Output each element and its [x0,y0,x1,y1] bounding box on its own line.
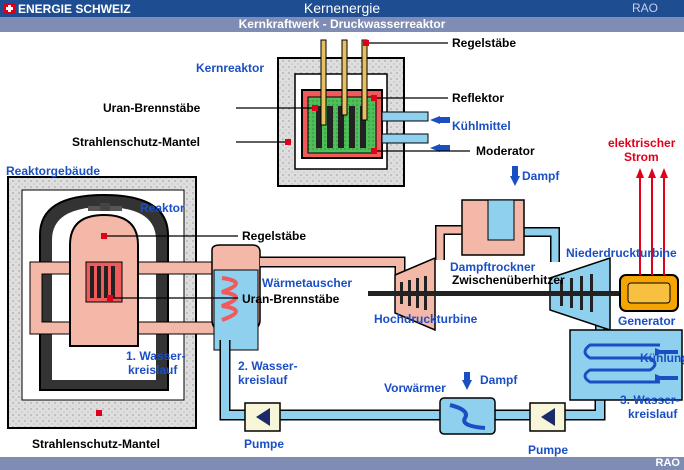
label-kuehlung: Kühlung [640,351,684,365]
label-generator: Generator [618,314,676,328]
condenser [569,329,683,401]
brand[interactable]: ENERGIE SCHWEIZ [4,1,131,16]
label-reflektor: Reflektor [452,91,504,105]
pumps [244,397,566,435]
app-footer: RAO [0,457,684,470]
label-strom-a: elektrischer [608,136,676,150]
footer-rao[interactable]: RAO [655,457,680,469]
reactor-building [7,176,221,429]
label-moderator: Moderator [476,144,535,158]
label-zwischenueberhitzer: Zwischenüberhitzer [452,273,565,287]
label-regelstaebe: Regelstäbe [242,229,306,243]
page-subtitle: Kernkraftwerk - Druckwasserreaktor [238,17,446,31]
rao-badge[interactable]: RAO [606,0,684,17]
turbines [368,199,628,332]
label-dampf-bottom: Dampf [480,373,518,387]
label-dampf-top: Dampf [522,169,560,183]
leader-lines [96,40,470,416]
label-reaktorgebaeude: Reaktorgebäude [6,164,100,178]
label-kreislauf1-a: 1. Wasser- [126,349,186,363]
label-kuehlmittel: Kühlmittel [452,119,511,133]
label-hochdruckturbine: Hochdruckturbine [374,312,478,326]
nuclear-plant-diagram: Kernreaktor Regelstäbe Uran-Brennstäbe R… [6,36,684,457]
label-niederdruckturbine: Niederdruckturbine [566,246,677,260]
reactor-detail [277,39,429,187]
label-dampftrockner: Dampftrockner [450,260,536,274]
swiss-flag-icon [4,3,15,14]
sub-header: Kernkraftwerk - Druckwasserreaktor [0,17,684,32]
label-uran-top: Uran-Brennstäbe [103,101,201,115]
flow-arrows [430,116,678,390]
label-uran: Uran-Brennstäbe [242,292,340,306]
heat-exchanger [211,244,261,351]
label-kernreaktor: Kernreaktor [196,61,264,75]
label-strom-b: Strom [624,150,659,164]
label-kreislauf1-b: kreislauf [128,363,178,377]
app-header: ENERGIE SCHWEIZ Kernenergie RAO [0,0,684,17]
label-strahlenschutz-bottom: Strahlenschutz-Mantel [32,437,160,451]
label-pumpe-right: Pumpe [528,443,568,457]
label-reaktor: Reaktor [140,201,185,215]
label-kreislauf3-a: 3. Wasser- [620,393,680,407]
brand-label: ENERGIE SCHWEIZ [18,1,131,16]
label-kreislauf3-b: kreislauf [628,407,678,421]
label-vorwaermer: Vorwärmer [384,381,446,395]
label-kreislauf2-b: kreislauf [238,373,288,387]
label-kreislauf2-a: 2. Wasser- [238,359,298,373]
label-strahlenschutz-top: Strahlenschutz-Mantel [72,135,200,149]
label-pumpe-left: Pumpe [244,437,284,451]
page-title: Kernenergie [303,0,381,16]
label-waermetauscher: Wärmetauscher [262,276,352,290]
label-regelstaebe-top: Regelstäbe [452,36,516,50]
generator [619,168,679,312]
